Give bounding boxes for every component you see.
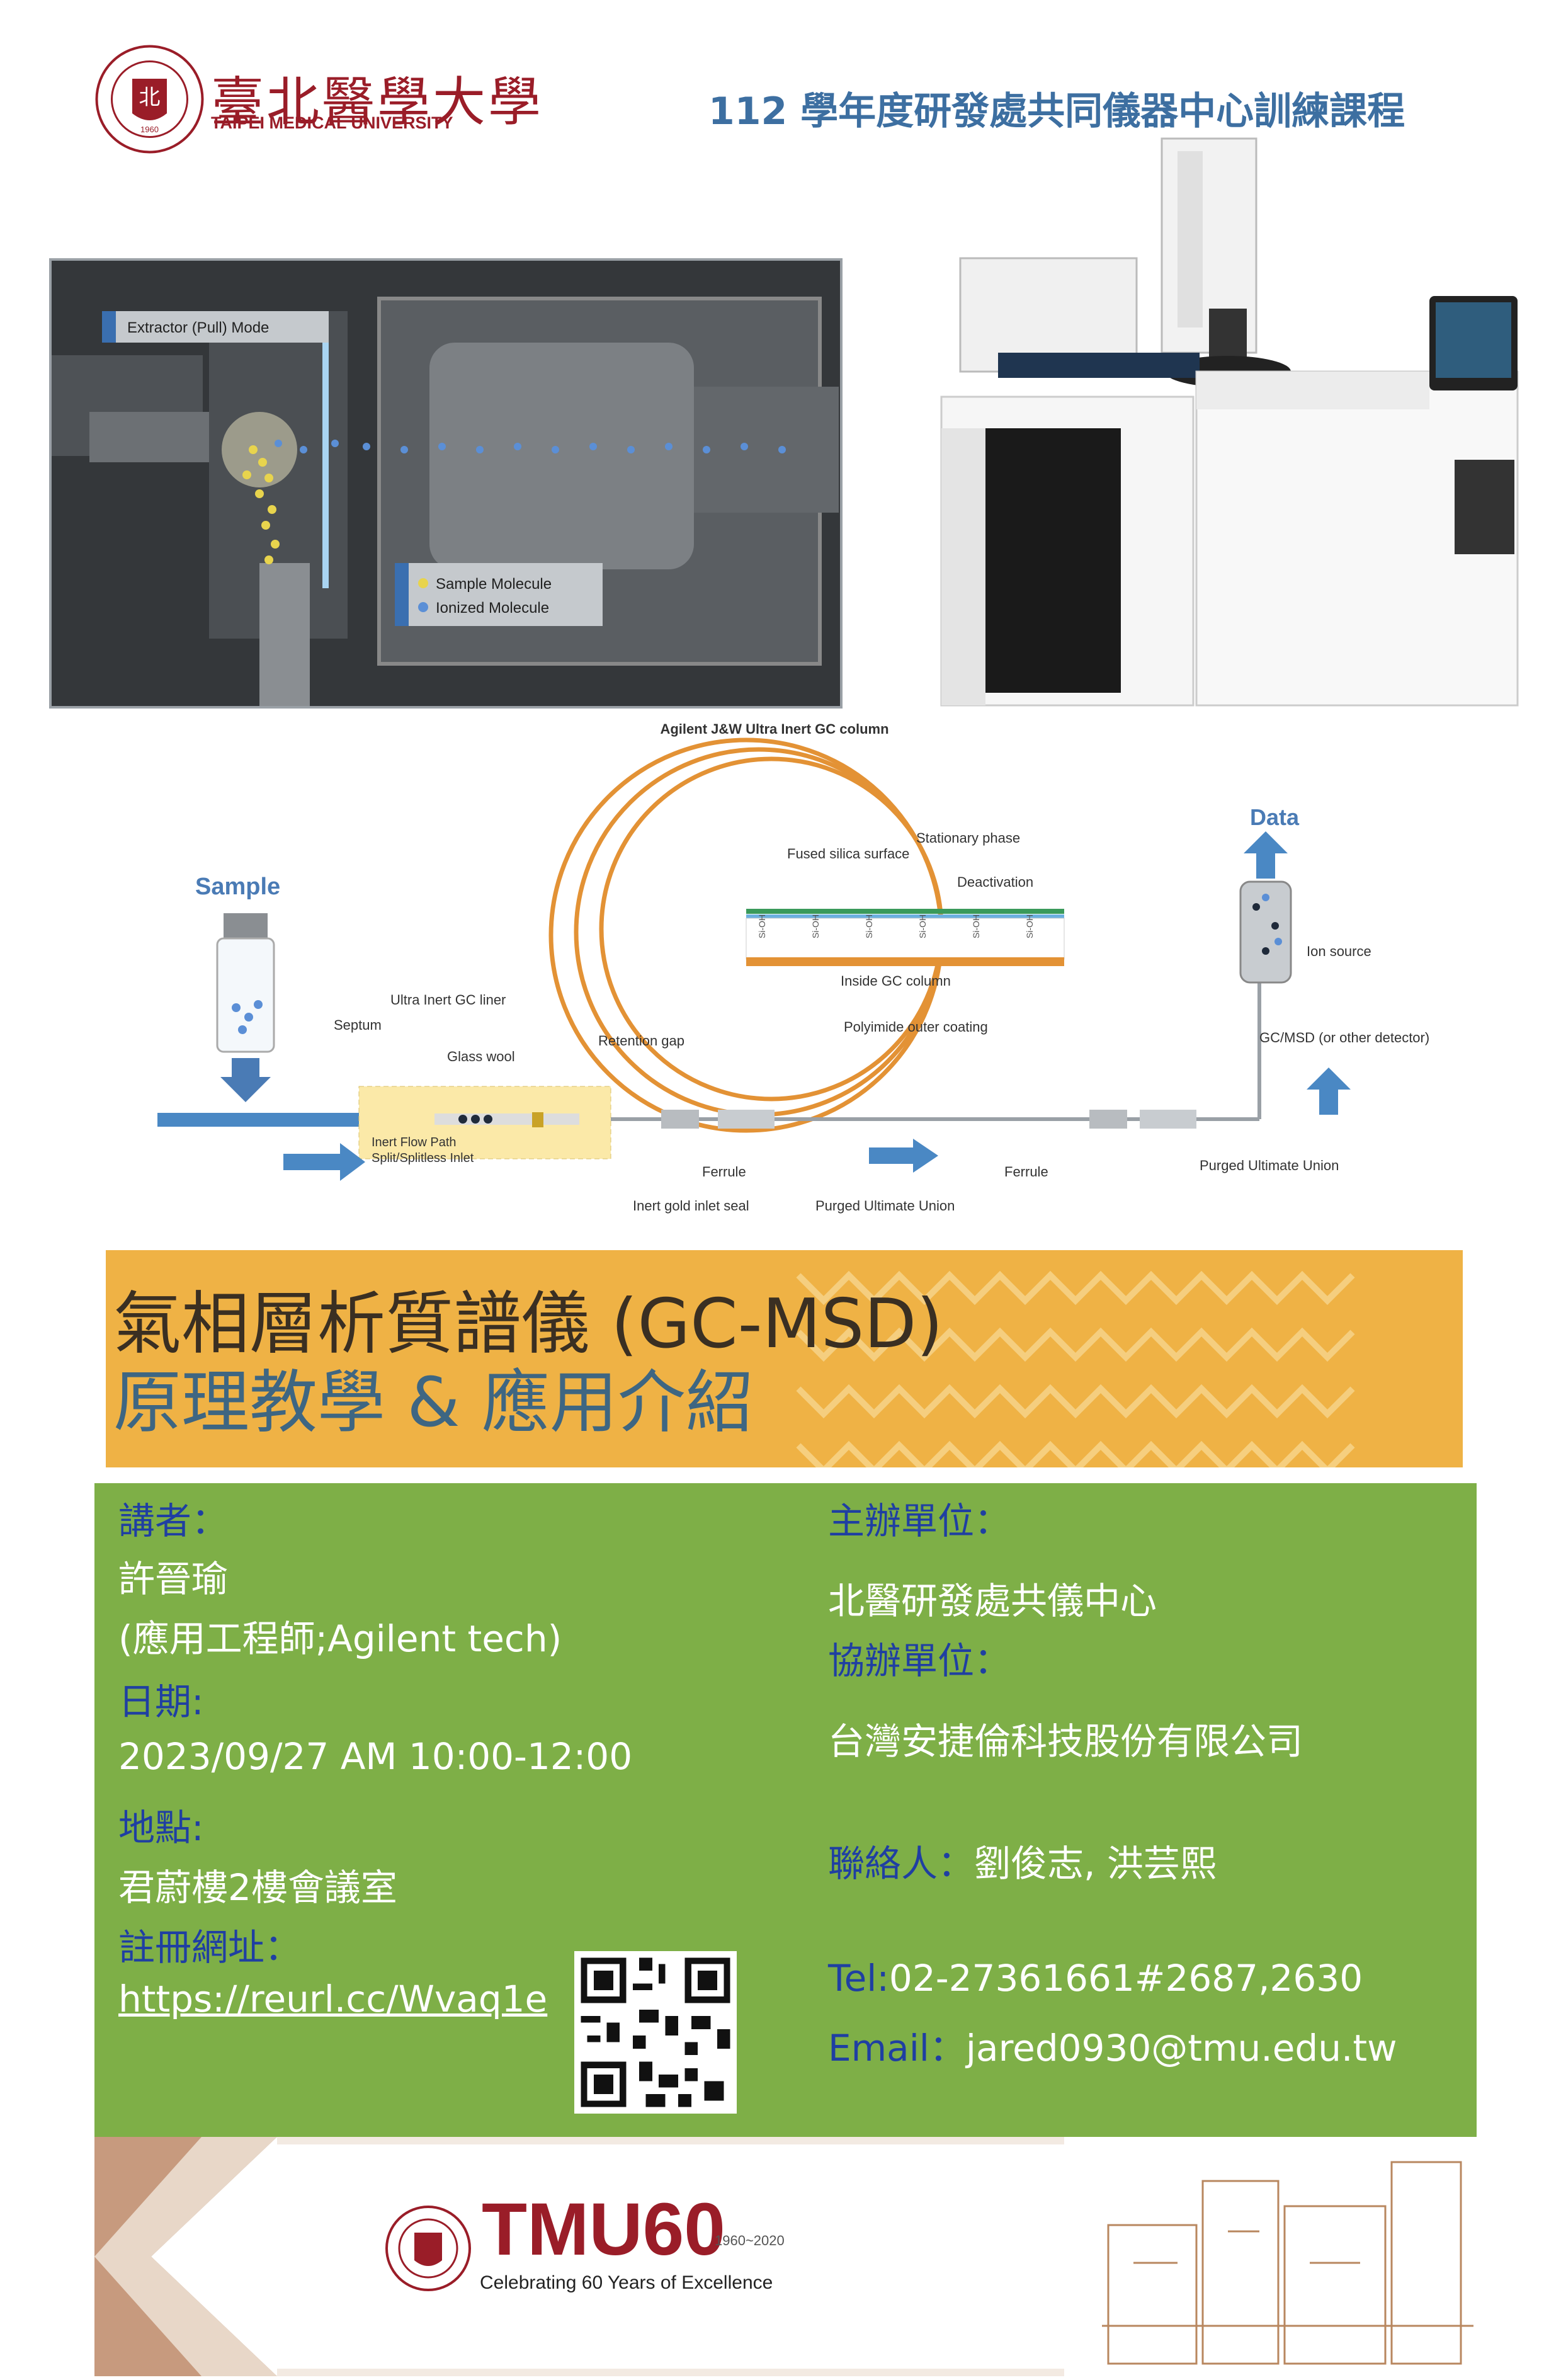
contact-value: 劉俊志, 洪芸熙 — [974, 1842, 1217, 1885]
ionized-molecules — [275, 440, 786, 453]
mode-label: Extractor (Pull) Mode — [127, 319, 269, 336]
register-url-link[interactable]: https://reurl.cc/Wvaq1e — [118, 1978, 548, 2020]
svg-text:Si-OH: Si-OH — [1025, 914, 1035, 938]
svg-text:Si-OH: Si-OH — [917, 914, 928, 938]
sample-molecules — [242, 445, 280, 564]
inside-column-label: Inside GC column — [841, 973, 951, 989]
stationary-phase-label: Stationary phase — [916, 830, 1020, 846]
email-link[interactable]: jared0930@tmu.edu.tw — [965, 2027, 1397, 2070]
svg-text:1960: 1960 — [140, 125, 159, 134]
gc-flow-path-diagram: Agilent J&W Ultra Inert GC column Si-OH … — [157, 721, 1429, 1214]
sample-label: Sample — [195, 874, 280, 900]
footer-banner — [94, 2137, 1477, 2376]
tel-label: Tel: — [828, 1957, 889, 2000]
si-oh-labels: Si-OH Si-OH Si-OH Si-OH Si-OH Si-OH — [757, 914, 1035, 938]
campus-sketch — [1102, 2161, 1473, 2365]
svg-text:Si-OH: Si-OH — [810, 914, 820, 938]
tel-value: 02-27361661#2687,2630 — [888, 1957, 1363, 2000]
speaker-role: (應用工程師;Agilent tech) — [118, 1617, 562, 1660]
poster-title-line-2: 原理教學 & 應用介紹 — [113, 1364, 754, 1442]
university-seal-icon: 北 1960 — [95, 45, 204, 154]
contact-label: 聯絡人： — [828, 1842, 975, 1885]
university-name-cn: 臺北醫學大學 — [211, 71, 544, 133]
tmu-seal-icon — [385, 2206, 471, 2291]
date-value: 2023/09/27 AM 10:00-12:00 — [118, 1735, 633, 1778]
data-label: Data — [1250, 804, 1300, 830]
inlet-label-1: Inert Flow Path — [372, 1136, 457, 1149]
column-label: Agilent J&W Ultra Inert GC column — [660, 721, 888, 737]
speaker-label: 講者： — [118, 1500, 229, 1542]
svg-text:Si-OH: Si-OH — [971, 914, 981, 938]
ferrule-1-label: Ferrule — [702, 1164, 746, 1180]
tmu-tagline: Celebrating 60 Years of Excellence — [480, 2272, 773, 2293]
register-label: 註冊網址： — [118, 1926, 302, 1969]
polyimide-label: Polyimide outer coating — [844, 1019, 988, 1035]
union-1-label: Purged Ultimate Union — [815, 1198, 955, 1214]
ion-source-label: Ion source — [1307, 943, 1371, 959]
email-label: Email： — [828, 2027, 966, 2070]
place-label: 地點: — [118, 1806, 204, 1849]
organizer-value: 北醫研發處共儀中心 — [828, 1580, 1157, 1622]
event-info-block — [94, 1483, 1477, 2138]
place-value: 君蔚樓2樓會議室 — [118, 1866, 397, 1909]
svg-text:Si-OH: Si-OH — [757, 914, 767, 938]
organizer-label: 主辦單位： — [828, 1500, 1011, 1542]
retention-gap-label: Retention gap — [598, 1033, 684, 1049]
speaker-name: 許晉瑜 — [118, 1557, 229, 1600]
septum-label: Septum — [334, 1017, 382, 1033]
co-organizer-label: 協辦單位： — [828, 1639, 1011, 1682]
glass-wool-label: Glass wool — [447, 1049, 515, 1064]
ion-source-diagram: Extractor (Pull) Mode Sample Molecule Io… — [49, 258, 843, 709]
svg-text:Si-OH: Si-OH — [864, 914, 874, 938]
co-organizer-value: 台灣安捷倫科技股份有限公司 — [828, 1720, 1303, 1763]
tmu60-logo: TMU60 — [482, 2188, 725, 2271]
gcms-instrument-image — [940, 137, 1519, 707]
deactivation-label: Deactivation — [957, 874, 1033, 890]
university-name-en: TAIPEI MEDICAL UNIVERSITY — [211, 113, 453, 132]
svg-text:北: 北 — [139, 85, 161, 110]
course-title: 112 學年度研發處共同儀器中心訓練課程 — [708, 89, 1405, 134]
inlet-label-2: Split/Splitless Inlet — [372, 1151, 474, 1165]
date-label: 日期: — [118, 1680, 204, 1723]
poster-title-line-1: 氣相層析質譜儀 (GC-MSD) — [113, 1285, 943, 1364]
tmu-years: 1960~2020 — [715, 2233, 785, 2248]
gold-seal-label: Inert gold inlet seal — [633, 1198, 749, 1214]
ferrule-2-label: Ferrule — [1004, 1164, 1048, 1180]
detector-label: GC/MSD (or other detector) — [1259, 1030, 1429, 1045]
fused-silica-label: Fused silica surface — [787, 846, 909, 862]
union-2-label: Purged Ultimate Union — [1200, 1158, 1339, 1173]
legend-sample: Sample Molecule — [436, 576, 552, 593]
liner-label: Ultra Inert GC liner — [390, 992, 506, 1008]
legend-ionized: Ionized Molecule — [436, 600, 549, 617]
title-banner — [106, 1250, 1463, 1467]
registration-qr-code[interactable] — [574, 1951, 737, 2114]
